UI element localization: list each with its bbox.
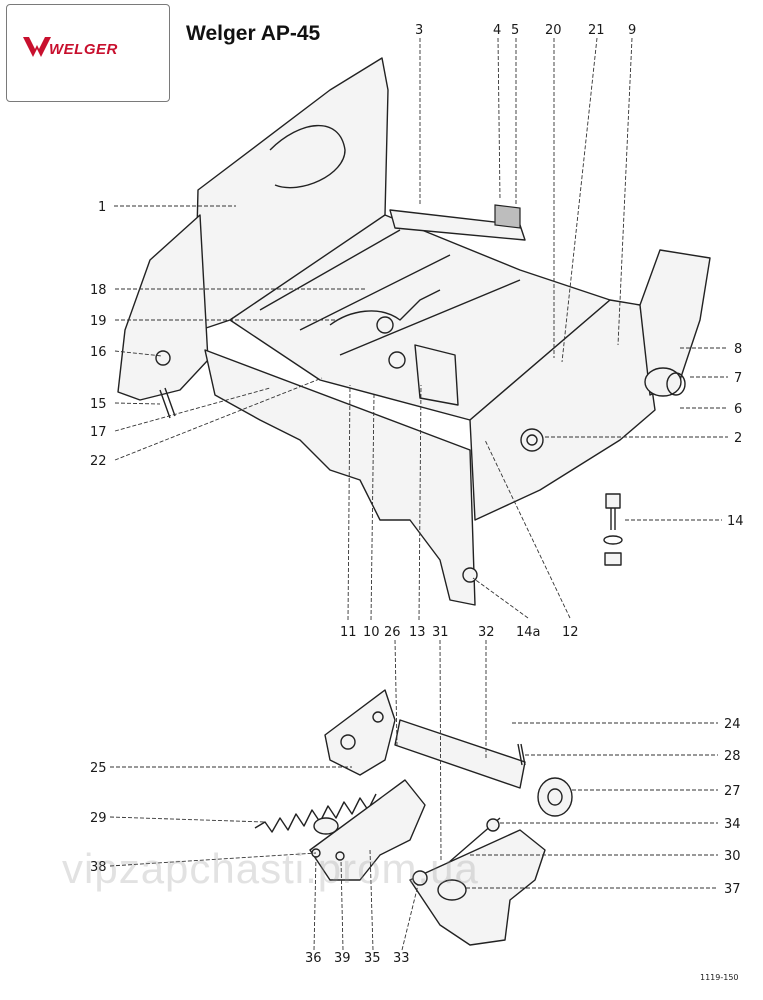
drive-assembly (254, 689, 573, 946)
callout-25: 25 (90, 761, 107, 776)
callout-9: 9 (628, 23, 636, 38)
callout-24: 24 (724, 717, 741, 732)
callout-3: 3 (415, 23, 423, 38)
callout-numbers: 1 18 19 16 15 17 22 3 4 5 20 21 9 8 7 6 … (90, 23, 744, 966)
callout-7: 7 (734, 371, 742, 386)
callout-32: 32 (478, 625, 495, 640)
callout-14a: 14a (516, 625, 541, 640)
callout-13: 13 (409, 625, 426, 640)
diagram-title: Welger AP-45 (186, 22, 321, 45)
callout-36: 36 (305, 951, 322, 966)
callout-4: 4 (493, 23, 501, 38)
callout-39: 39 (334, 951, 351, 966)
callout-35: 35 (364, 951, 381, 966)
welger-v-icon (23, 37, 51, 57)
callout-2: 2 (734, 431, 742, 446)
callout-20: 20 (545, 23, 562, 38)
callout-14: 14 (727, 514, 744, 529)
callout-30: 30 (724, 849, 741, 864)
callout-5: 5 (511, 23, 519, 38)
callout-38: 38 (90, 860, 107, 875)
callout-19: 19 (90, 314, 107, 329)
callout-1: 1 (98, 200, 106, 215)
callout-10: 10 (363, 625, 380, 640)
callout-18: 18 (90, 283, 107, 298)
frame-assembly (117, 57, 711, 606)
callout-33: 33 (393, 951, 410, 966)
callout-28: 28 (724, 749, 741, 764)
callout-11: 11 (340, 625, 357, 640)
callout-31: 31 (432, 625, 449, 640)
callout-29: 29 (90, 811, 107, 826)
watermark: vipzapchasti.prom.ua (62, 845, 479, 892)
callout-34: 34 (724, 817, 741, 832)
callout-15: 15 (90, 397, 107, 412)
callout-21: 21 (588, 23, 605, 38)
callout-17: 17 (90, 425, 107, 440)
callout-37: 37 (724, 882, 741, 897)
logo-text: WELGER (49, 41, 118, 58)
callout-22: 22 (90, 454, 107, 469)
leader-lines (109, 37, 728, 951)
document-reference: 1119-150 (700, 973, 739, 982)
callout-16: 16 (90, 345, 107, 360)
callout-26: 26 (384, 625, 401, 640)
callout-6: 6 (734, 402, 742, 417)
callout-8: 8 (734, 342, 742, 357)
welger-logo: WELGER (6, 4, 170, 102)
callout-27: 27 (724, 784, 741, 799)
callout-12: 12 (562, 625, 579, 640)
